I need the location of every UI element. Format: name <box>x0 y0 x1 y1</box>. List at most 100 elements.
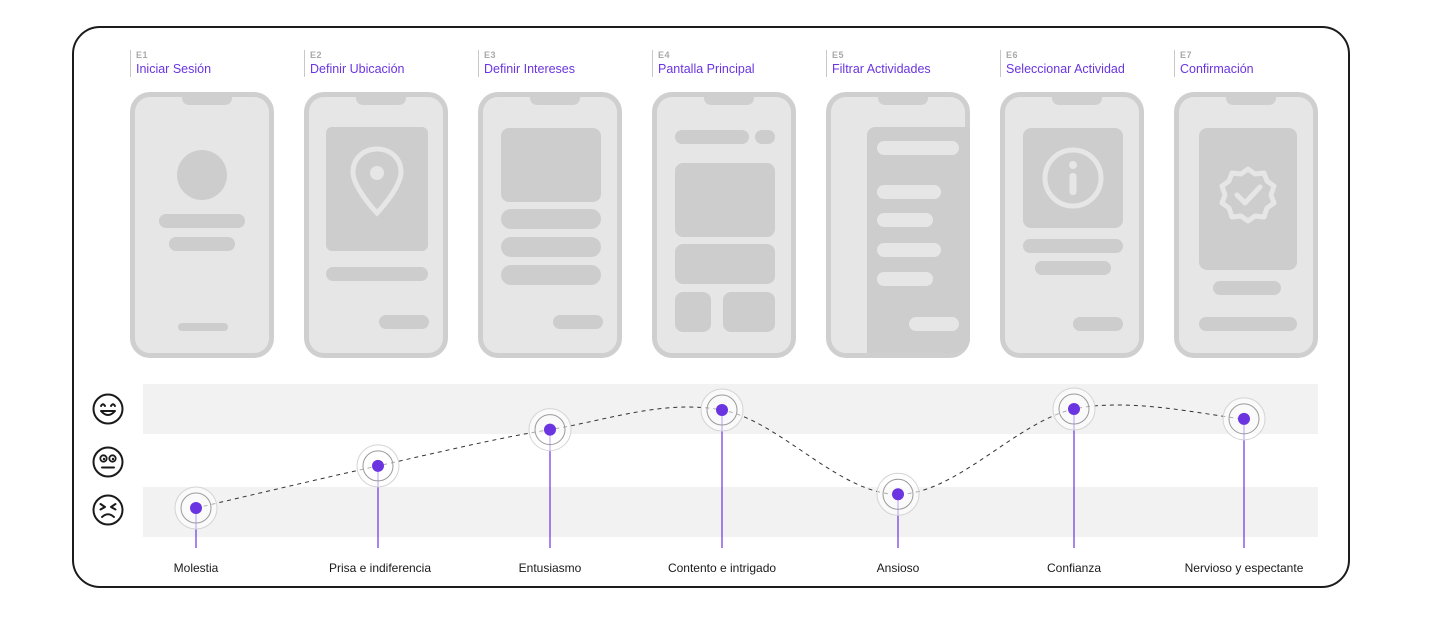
filter-option <box>877 272 933 286</box>
phone-wireframe-main <box>652 92 796 358</box>
step-title: Seleccionar Actividad <box>1006 62 1125 76</box>
phone-notch <box>182 96 232 105</box>
button-placeholder <box>1073 317 1123 331</box>
emotion-label-e6: Confianza <box>1046 561 1102 575</box>
emotion-point-e5 <box>876 472 920 548</box>
text-placeholder <box>1023 239 1123 253</box>
emotion-ring <box>534 414 566 446</box>
button-placeholder <box>379 315 429 329</box>
text-placeholder <box>326 267 428 281</box>
phone-wireframe-activity <box>1000 92 1144 358</box>
step-header-e4: E4 Pantalla Principal <box>652 50 812 77</box>
interest-option <box>501 209 601 229</box>
info-panel <box>1023 128 1123 228</box>
button-placeholder <box>178 323 228 331</box>
tile-placeholder <box>723 292 775 332</box>
phone-wireframe-filters <box>826 92 970 358</box>
step-header-e7: E7 Confirmación <box>1174 50 1334 77</box>
happy-face-icon <box>92 393 124 425</box>
emotion-point-e7 <box>1222 397 1266 548</box>
button-placeholder <box>553 315 603 329</box>
emotion-point-e6 <box>1052 387 1096 548</box>
phone-wireframe-location <box>304 92 448 358</box>
emotion-label-e4: Contento e intrigado <box>667 561 777 575</box>
angry-face-icon <box>92 494 124 526</box>
emotion-label-e5: Ansioso <box>876 561 920 575</box>
emotion-dot <box>372 459 384 472</box>
emotion-label-e1: Molestia <box>173 561 219 575</box>
button-placeholder <box>1199 317 1297 331</box>
step-title: Iniciar Sesión <box>136 62 212 76</box>
emotion-point-e3 <box>528 408 572 548</box>
phone-wireframe-confirmation <box>1174 92 1318 358</box>
phone-wireframe-interests <box>478 92 622 358</box>
filter-option <box>877 141 959 155</box>
step-header-e1: E1 Iniciar Sesión <box>130 50 290 77</box>
interest-option <box>501 265 601 285</box>
emotion-ring <box>706 394 738 426</box>
phone-notch <box>1052 96 1102 105</box>
emotion-label-e2: Prisa e indiferencia <box>328 561 432 575</box>
step-header-e2: E2 Definir Ubicación <box>304 50 464 77</box>
step-code: E4 <box>658 50 671 60</box>
emotion-point-e2 <box>356 444 400 548</box>
interest-option <box>501 237 601 257</box>
filter-option <box>877 243 941 257</box>
emotion-point-e4 <box>700 388 744 548</box>
angry-band <box>143 487 1318 537</box>
avatar-placeholder <box>177 150 227 200</box>
text-placeholder <box>1213 281 1281 295</box>
emotion-dot <box>190 502 202 514</box>
emotion-label-e7: Nervioso y espectante <box>1184 561 1304 575</box>
map-placeholder <box>326 127 428 251</box>
step-code: E3 <box>484 50 497 60</box>
filter-panel <box>867 127 970 353</box>
header-icon-placeholder <box>755 130 775 144</box>
phone-notch <box>1226 96 1276 105</box>
text-placeholder <box>169 237 235 251</box>
apply-button-placeholder <box>909 317 959 331</box>
step-code: E1 <box>136 50 149 60</box>
emotion-dot <box>544 423 556 436</box>
step-code: E6 <box>1006 50 1019 60</box>
text-placeholder <box>1035 261 1111 275</box>
phone-notch <box>356 96 406 105</box>
neutral-face-icon <box>92 446 124 478</box>
phone-notch <box>530 96 580 105</box>
verified-badge-icon <box>1219 166 1277 224</box>
step-code: E5 <box>832 50 845 60</box>
location-pin-icon <box>350 146 404 217</box>
emotion-ring <box>1228 403 1260 435</box>
filter-option <box>877 213 933 227</box>
step-title: Definir Intereses <box>484 62 576 76</box>
phone-wireframe-login <box>130 92 274 358</box>
emotion-dot <box>716 404 728 416</box>
step-header-e3: E3 Definir Intereses <box>478 50 638 77</box>
card-placeholder <box>675 244 775 284</box>
filter-option <box>877 185 941 199</box>
step-code: E7 <box>1180 50 1193 60</box>
header-placeholder <box>675 130 749 144</box>
step-title: Confirmación <box>1180 62 1254 76</box>
step-code: E2 <box>310 50 323 60</box>
emotion-ring <box>180 492 212 524</box>
step-title: Definir Ubicación <box>310 62 405 76</box>
step-header-e6: E6 Seleccionar Actividad <box>1000 50 1160 77</box>
tile-placeholder <box>675 292 711 332</box>
journey-map-frame <box>72 26 1350 588</box>
emotion-dot <box>892 488 904 501</box>
emotion-ring <box>1058 393 1090 425</box>
phone-notch <box>878 96 928 105</box>
confirmation-panel <box>1199 128 1297 270</box>
card-placeholder <box>675 163 775 237</box>
emotion-ring <box>362 450 394 482</box>
step-title: Pantalla Principal <box>658 62 755 76</box>
info-icon <box>1042 147 1104 209</box>
emotion-point-e1 <box>174 486 218 548</box>
emotion-dot <box>1238 412 1250 425</box>
phone-notch <box>704 96 754 105</box>
emotion-label-e3: Entusiasmo <box>518 561 582 575</box>
step-header-e5: E5 Filtrar Actividades <box>826 50 986 77</box>
step-title: Filtrar Actividades <box>832 62 931 76</box>
